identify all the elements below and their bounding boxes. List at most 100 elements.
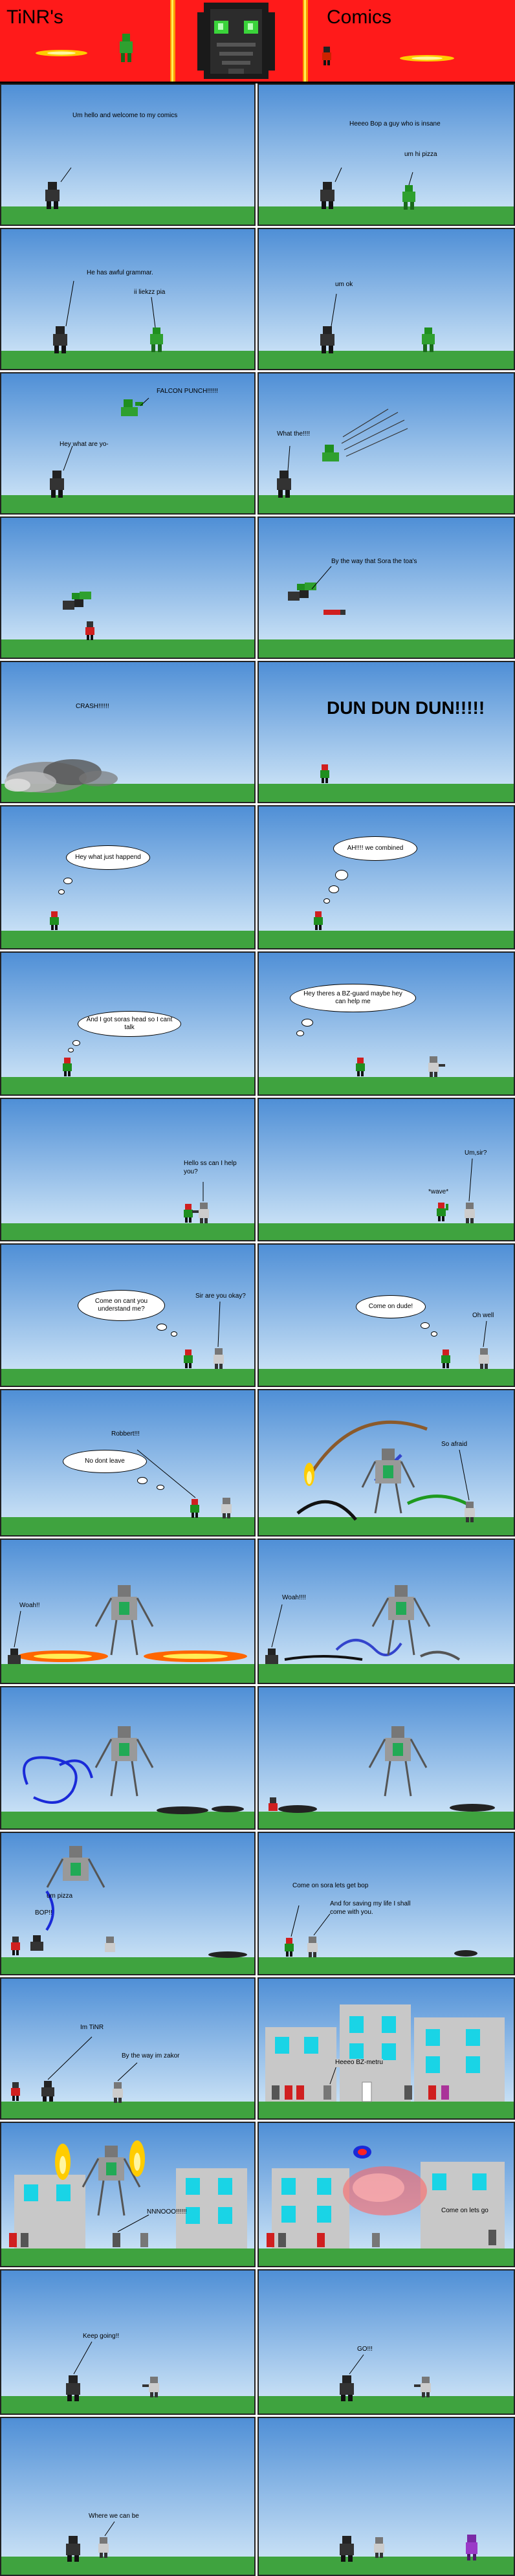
speech-text: Woah!! bbox=[19, 1602, 40, 1609]
speech-text: Hey what are yo- bbox=[60, 441, 109, 448]
panel-29: NNNOOO!!!!!! bbox=[0, 2122, 256, 2267]
red-explosion-cloud-icon bbox=[343, 2146, 427, 2215]
scorch-marks-icon bbox=[278, 1804, 495, 1813]
black-robot-figure-icon bbox=[53, 326, 67, 353]
speech-text: ii liekzz pia bbox=[134, 289, 166, 296]
speech-bubble: And I got soras head so I cant talk bbox=[78, 1011, 181, 1037]
combined-figure-icon bbox=[63, 1058, 72, 1076]
combined-figure-icon bbox=[184, 1349, 193, 1368]
speech-text: Im TiNR bbox=[80, 2024, 104, 2031]
crowd-figures-icon bbox=[9, 2233, 148, 2247]
speech-text: He has awful grammar. bbox=[87, 269, 153, 276]
black-robot-figure-icon bbox=[277, 471, 291, 498]
speech-text: CRASH!!!!!! bbox=[76, 703, 109, 710]
green-figure-flying-icon bbox=[121, 399, 143, 416]
bz-guard-figure-icon bbox=[465, 1502, 475, 1522]
bz-guard-figure-icon bbox=[479, 1348, 489, 1369]
bz-guard-figure-icon bbox=[221, 1498, 232, 1518]
speech-text: So afraid bbox=[441, 1441, 468, 1448]
panel-24 bbox=[258, 1686, 515, 1830]
scorch-marks-icon bbox=[157, 1806, 244, 1814]
giant-robot-icon bbox=[94, 1726, 154, 1797]
crowd-figures-icon bbox=[267, 2230, 496, 2247]
bz-guard-figure-icon bbox=[98, 2537, 109, 2558]
pixel-mask-logo-icon bbox=[197, 3, 275, 79]
speech-text: By the way that Sora the toa's bbox=[331, 558, 417, 565]
red-figure-icon bbox=[85, 621, 94, 640]
panel-10: DUN DUN DUN!!!!! bbox=[258, 661, 515, 803]
speech-text: Um hello and welcome to my comics bbox=[72, 112, 178, 119]
panel-30: Come on lets go bbox=[258, 2122, 515, 2267]
combined-figure-icon bbox=[190, 1499, 199, 1518]
header-title-right: Comics bbox=[327, 6, 392, 28]
panel-33: Where we can be bbox=[0, 2417, 256, 2576]
panel-14: Hey theres a BZ-guard maybe hey can help… bbox=[258, 951, 515, 1096]
red-figure-lying-icon bbox=[323, 610, 345, 615]
speech-text: Heeeo Bop a guy who is insane bbox=[349, 120, 441, 128]
speech-text: What the!!!! bbox=[277, 430, 311, 438]
speech-text: um pizza bbox=[47, 1893, 73, 1900]
panel-34 bbox=[258, 2417, 515, 2576]
speech-text: Um,sir? bbox=[465, 1149, 487, 1157]
panel-4: um ok bbox=[258, 228, 515, 370]
scribble-mess-icon bbox=[284, 1639, 461, 1661]
flame-left-icon bbox=[36, 50, 87, 56]
black-robot-figure-icon bbox=[340, 2536, 354, 2562]
speech-text: Woah!!!! bbox=[282, 1594, 307, 1601]
panel-9: CRASH!!!!!! bbox=[0, 661, 256, 803]
purple-figure-icon bbox=[466, 2535, 477, 2560]
speech-text: BOP!! bbox=[35, 1909, 52, 1916]
giant-robot-icon bbox=[46, 1846, 105, 1888]
scorch-marks-icon bbox=[208, 1951, 247, 1958]
giant-robot-icon bbox=[368, 1726, 428, 1797]
knocked-down-robot-icon bbox=[288, 583, 316, 601]
black-robot-figure-icon bbox=[45, 182, 60, 209]
black-robot-figure-icon bbox=[265, 1649, 278, 1664]
black-robot-figure-icon bbox=[66, 2536, 80, 2562]
header-red-figure-icon bbox=[322, 47, 331, 65]
red-figure-icon bbox=[11, 2082, 20, 2101]
panel-26: Come on sora lets get bop And for saving… bbox=[258, 1832, 515, 1975]
panel-17: Come on cant you understand me? Sir are … bbox=[0, 1243, 256, 1387]
panel-7 bbox=[0, 516, 256, 659]
speech-bubble: No dont leave bbox=[63, 1450, 147, 1473]
red-figure-icon bbox=[268, 1797, 278, 1811]
bz-guard-figure-icon bbox=[142, 2377, 159, 2397]
speech-text: By the way im zakor bbox=[122, 2052, 180, 2060]
comic-header: TiNR's Comics bbox=[0, 0, 515, 83]
header-art bbox=[36, 0, 454, 82]
speech-bubble: Come on cant you understand me? bbox=[78, 1290, 165, 1321]
black-robot-figure-icon bbox=[50, 471, 64, 498]
bz-guard-figure-icon bbox=[307, 1937, 318, 1957]
speech-text: Come on sora lets get bop bbox=[292, 1882, 369, 1889]
green-figure-icon bbox=[402, 185, 415, 210]
combined-figure-icon bbox=[285, 1938, 294, 1957]
black-robot-figure-icon bbox=[8, 1649, 21, 1664]
bz-guard-figure-icon bbox=[428, 1056, 445, 1077]
panel-1: Um hello and welcome to my comics bbox=[0, 83, 256, 226]
speech-text: Come on lets go bbox=[441, 2207, 488, 2215]
flame-icon bbox=[304, 1463, 314, 1486]
panel-31: Keep going!! bbox=[0, 2269, 256, 2415]
bz-guard-figure-icon bbox=[465, 1203, 475, 1223]
black-robot-figure-icon bbox=[66, 2375, 80, 2401]
combined-figure-icon bbox=[356, 1058, 365, 1076]
panel-21: Woah!! bbox=[0, 1538, 256, 1684]
green-figure-icon bbox=[422, 328, 435, 352]
panel-12: AH!!!! we combined bbox=[258, 805, 515, 949]
combined-figure-icon bbox=[184, 1204, 193, 1223]
bz-guard-figure-icon bbox=[192, 1203, 209, 1223]
bz-guard-figure-icon bbox=[374, 2537, 384, 2558]
speech-text: GO!!! bbox=[357, 2346, 373, 2353]
black-robot-figure-icon bbox=[320, 182, 334, 209]
black-robot-figure-icon bbox=[30, 1935, 43, 1951]
panel-25: um pizza BOP!! bbox=[0, 1832, 256, 1975]
black-robot-figure-icon bbox=[340, 2375, 354, 2401]
flame-right-icon bbox=[400, 55, 454, 61]
speech-text: Where we can be bbox=[89, 2513, 139, 2520]
bz-guard-figure-icon bbox=[214, 1348, 224, 1369]
green-figure-icon bbox=[150, 328, 163, 352]
speech-text: Keep going!! bbox=[83, 2333, 120, 2340]
speech-text: Robbert!!! bbox=[111, 1430, 140, 1438]
combined-figure-waving-icon bbox=[437, 1203, 448, 1221]
